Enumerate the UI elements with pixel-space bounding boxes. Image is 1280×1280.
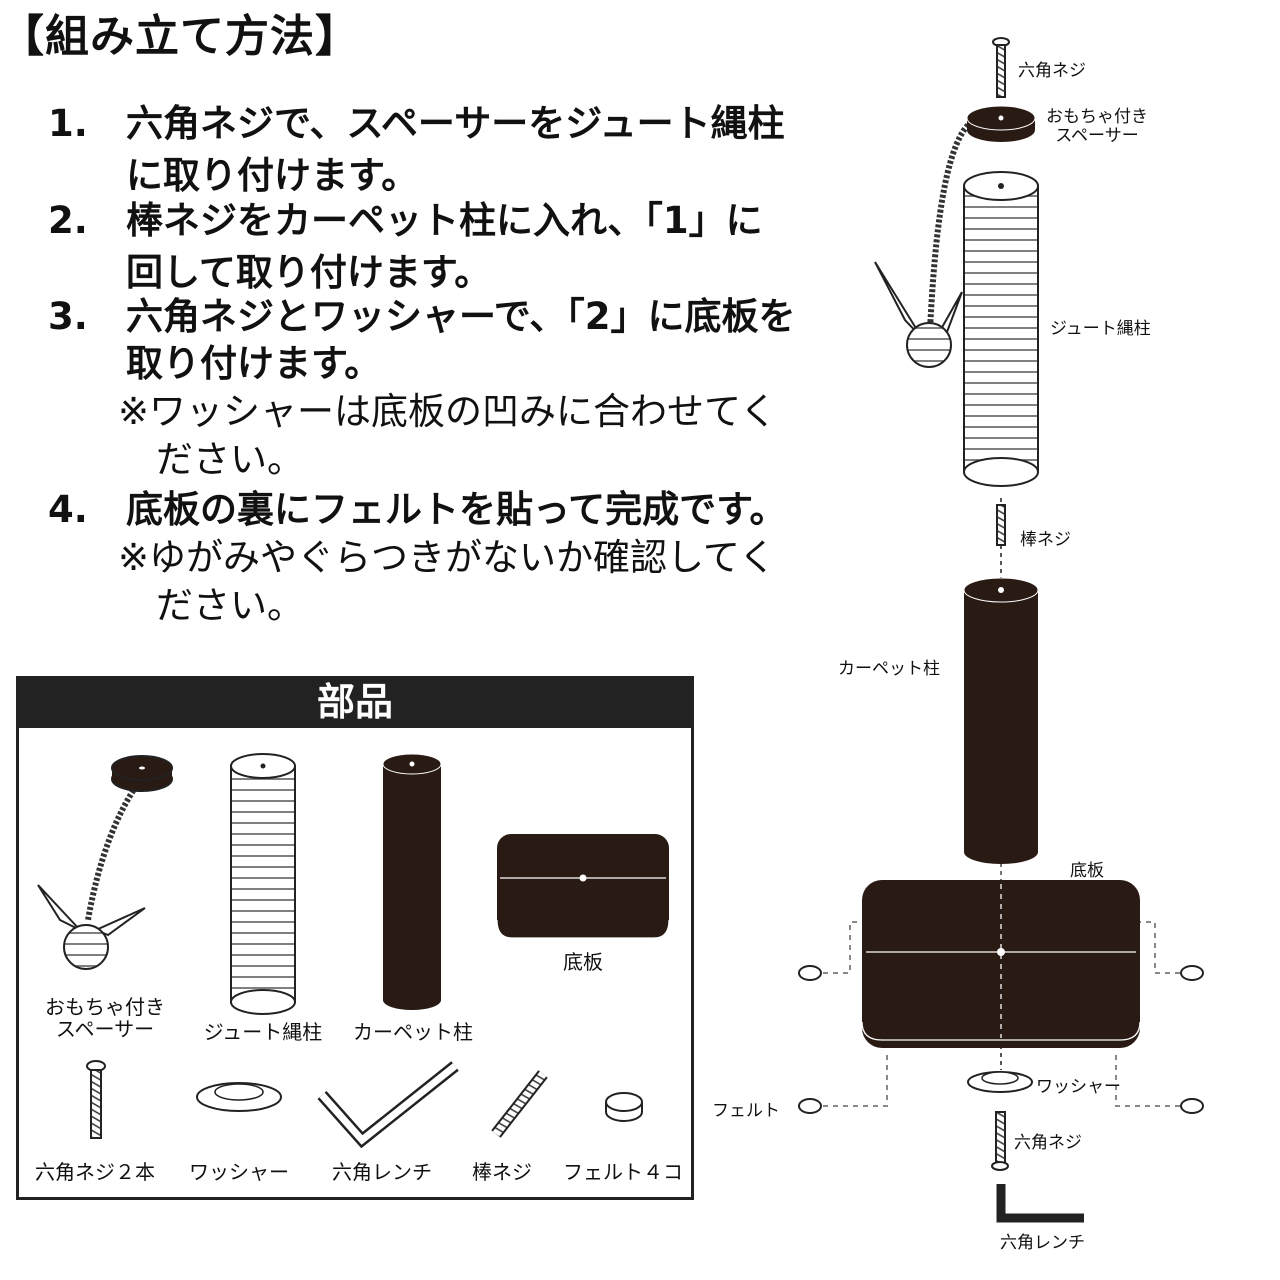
step-text: に取り付けます。	[126, 154, 419, 197]
part-spacer-toy	[37, 755, 173, 970]
step-text: 棒ネジをカーペット柱に入れ、「1」に	[126, 199, 763, 242]
asm-label-felt: フェルト	[712, 1101, 780, 1121]
asm-label-wrench: 六角レンチ	[1000, 1233, 1085, 1253]
asm-label-rod: 棒ネジ	[1020, 530, 1071, 550]
step-text: 取り付けます。	[126, 342, 382, 385]
part-carpet-post	[382, 753, 442, 1010]
step-3-note: ださい。	[156, 438, 304, 481]
step-number: 1.	[48, 102, 88, 145]
label-base: 底板	[563, 950, 603, 974]
step-text: 底板の裏にフェルトを貼って完成です。	[126, 488, 787, 531]
part-hex-screw	[86, 1060, 106, 1139]
asm-label-jute: ジュート縄柱	[1050, 319, 1151, 339]
label-spacer: おもちゃ付き スペーサー	[40, 996, 170, 1040]
label-jute: ジュート縄柱	[203, 1020, 323, 1044]
step-number: 2.	[48, 199, 88, 242]
asm-label-spacer: おもちゃ付き スペーサー	[1046, 108, 1148, 146]
part-felt	[605, 1092, 643, 1122]
part-washer	[196, 1082, 282, 1112]
part-rod-screw	[491, 1070, 548, 1138]
label-felt: フェルト４コ	[563, 1160, 683, 1184]
label-line: おもちゃ付き	[1046, 107, 1148, 127]
step-number: 4.	[48, 488, 88, 531]
label-hex-screw: 六角ネジ２本	[35, 1160, 155, 1184]
step-4-note: ださい。	[156, 584, 304, 627]
step-3-note: ※ワッシャーは底板の凹みに合わせてく	[118, 390, 777, 433]
label-line: スペーサー	[1055, 126, 1139, 146]
label-rod: 棒ネジ	[472, 1160, 532, 1184]
asm-label-base: 底板	[1070, 861, 1104, 881]
part-hex-wrench	[317, 1061, 459, 1149]
label-line: スペーサー	[55, 1017, 155, 1041]
label-washer: ワッシャー	[189, 1160, 289, 1184]
instructions-title: 【組み立て方法】	[0, 11, 360, 62]
label-carpet: カーペット柱	[353, 1020, 473, 1044]
asm-label-hex-screw-bottom: 六角ネジ	[1014, 1133, 1082, 1153]
step-4-note: ※ゆがみやぐらつきがないか確認してく	[118, 536, 776, 579]
label-line: おもちゃ付き	[45, 995, 165, 1019]
parts-header: 部品	[16, 676, 694, 728]
asm-label-washer: ワッシャー	[1036, 1077, 1121, 1097]
asm-label-carpet: カーペット柱	[838, 659, 940, 679]
step-text: 六角ネジで、スペーサーをジュート縄柱	[126, 102, 785, 145]
step-text: 回して取り付けます。	[126, 251, 492, 294]
step-text: 六角ネジとワッシャーで、「2」に底板を	[126, 295, 796, 338]
asm-label-hex-screw-top: 六角ネジ	[1018, 61, 1086, 81]
step-number: 3.	[48, 295, 88, 338]
part-jute-post	[230, 753, 296, 1015]
assembly-diagram	[798, 37, 1204, 1223]
part-base-board	[496, 834, 670, 939]
label-wrench: 六角レンチ	[332, 1160, 432, 1184]
